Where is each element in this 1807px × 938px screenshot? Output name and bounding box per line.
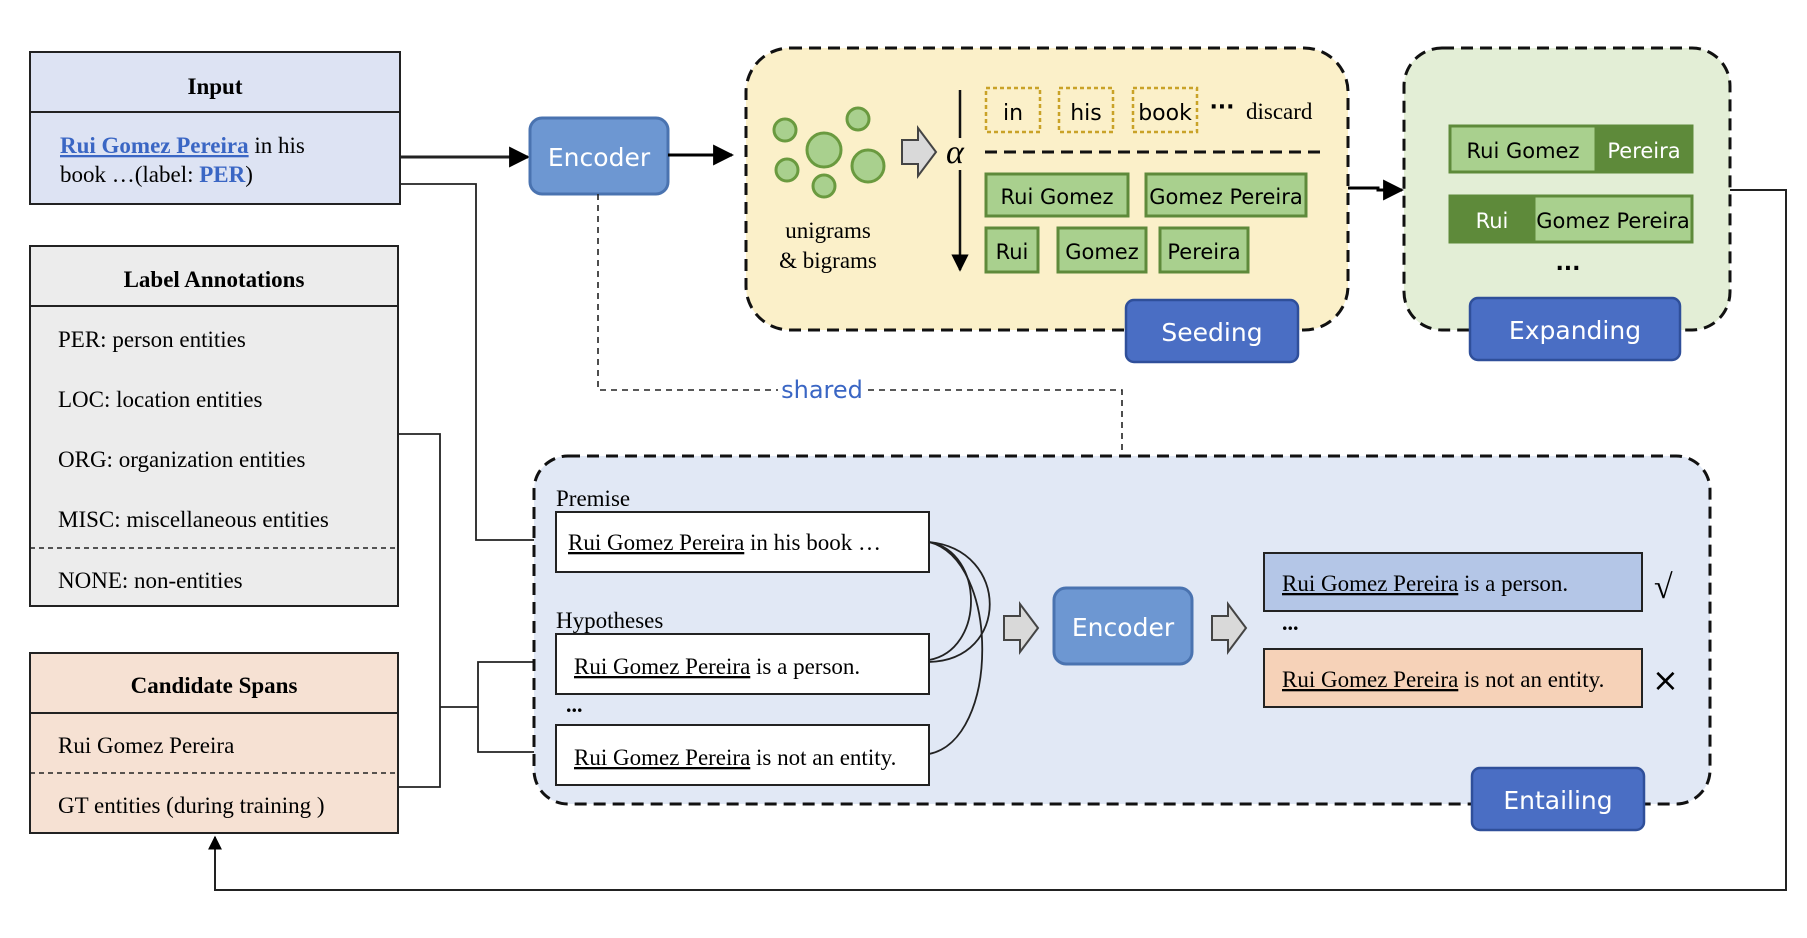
svg-text:Rui: Rui	[1476, 209, 1509, 233]
hypothesis-2: Rui Gomez Pereira is not an entity.	[574, 745, 896, 770]
svg-text:Rui: Rui	[996, 240, 1029, 264]
entailing-panel: Premise Rui Gomez Pereira in his book … …	[532, 454, 1712, 832]
svg-text:Entailing: Entailing	[1503, 786, 1612, 815]
entail-arrow-icon	[1211, 601, 1248, 655]
svg-text:Rui Gomez: Rui Gomez	[1001, 185, 1114, 209]
label-item: LOC: location entities	[58, 387, 262, 412]
entailing-button[interactable]: Entailing	[1470, 766, 1646, 832]
svg-text:Pereira: Pereira	[1167, 240, 1240, 264]
input-line-1: Rui Gomez Pereira in his	[60, 133, 305, 158]
output-1: Rui Gomez Pereira is a person.	[1282, 571, 1568, 596]
svg-text:Gomez: Gomez	[1065, 240, 1139, 264]
candidate-item: Rui Gomez Pereira	[58, 733, 234, 758]
svg-text:in: in	[1003, 101, 1023, 126]
shared-label: shared	[781, 376, 863, 404]
shared-link	[597, 194, 1123, 586]
seeding-arrow-icon	[901, 125, 938, 179]
svg-text:book: book	[1138, 101, 1192, 126]
seeding-button[interactable]: Seeding	[1124, 298, 1300, 364]
input-title: Input	[188, 74, 243, 99]
expanding-panel: Rui Gomez Pereira Rui Gomez Pereira ... …	[1402, 46, 1732, 362]
svg-text:Encoder: Encoder	[1072, 613, 1175, 642]
label-item: MISC: miscellaneous entities	[58, 507, 329, 532]
discard-label: discard	[1246, 99, 1313, 124]
input-line-2: book …(label: PER)	[60, 162, 253, 187]
svg-text:Gomez Pereira: Gomez Pereira	[1536, 209, 1689, 233]
input-entity: Rui Gomez Pereira	[60, 133, 249, 158]
cross-icon: ×	[1652, 661, 1679, 699]
label-item: NONE: non-entities	[58, 568, 243, 593]
candidate-spans-title: Candidate Spans	[131, 673, 298, 698]
ngram-bubbles	[772, 106, 886, 199]
svg-text:...: ...	[566, 692, 583, 717]
input-label: PER	[199, 162, 245, 187]
svg-text:...: ...	[1555, 251, 1580, 276]
svg-text:Expanding: Expanding	[1509, 316, 1641, 345]
label-item: ORG: organization entities	[58, 447, 305, 472]
seeding-panel: unigrams & bigrams α in his book ··· dis…	[744, 46, 1350, 364]
svg-text:& bigrams: & bigrams	[779, 248, 877, 273]
input-box: Input Rui Gomez Pereira in his book …(la…	[29, 51, 401, 205]
svg-text:...: ...	[1282, 610, 1299, 635]
alpha-symbol: α	[946, 134, 965, 171]
check-icon: √	[1654, 569, 1673, 606]
svg-text:Seeding: Seeding	[1161, 318, 1262, 347]
hypothesis-1: Rui Gomez Pereira is a person.	[574, 654, 860, 679]
candidate-item: GT entities (during training )	[58, 793, 325, 818]
discarded-tokens: in his book ··· discard	[984, 86, 1313, 134]
svg-text:Gomez Pereira: Gomez Pereira	[1149, 185, 1302, 209]
premise-label: Premise	[556, 486, 630, 511]
svg-text:his: his	[1070, 101, 1102, 126]
feedback-arrow	[208, 189, 1787, 891]
svg-text:Rui Gomez: Rui Gomez	[1467, 139, 1580, 163]
arrow-to-expanding	[1348, 179, 1405, 201]
label-annotations-box: Label Annotations PER: person entities L…	[29, 245, 399, 607]
hypotheses-label: Hypotheses	[556, 608, 663, 633]
pairing-curves	[928, 541, 991, 755]
label-item: PER: person entities	[58, 327, 246, 352]
svg-text:···: ···	[1209, 95, 1234, 120]
label-annotations-title: Label Annotations	[124, 267, 305, 292]
connectors	[398, 146, 556, 788]
candidate-spans-box: Candidate Spans Rui Gomez Pereira GT ent…	[29, 652, 399, 834]
entail-arrow-icon	[1003, 601, 1040, 655]
encoder-bottom: Encoder	[1052, 586, 1194, 666]
expanding-button[interactable]: Expanding	[1468, 296, 1682, 362]
encoder-top: Encoder	[528, 116, 670, 196]
svg-text:unigrams: unigrams	[785, 218, 871, 243]
kept-tokens: Rui Gomez Gomez Pereira Rui Gomez Pereir…	[984, 172, 1308, 274]
svg-text:Encoder: Encoder	[548, 143, 651, 172]
premise-text: Rui Gomez Pereira in his book …	[568, 530, 881, 555]
output-2: Rui Gomez Pereira is not an entity.	[1282, 667, 1604, 692]
svg-text:Pereira: Pereira	[1607, 139, 1680, 163]
